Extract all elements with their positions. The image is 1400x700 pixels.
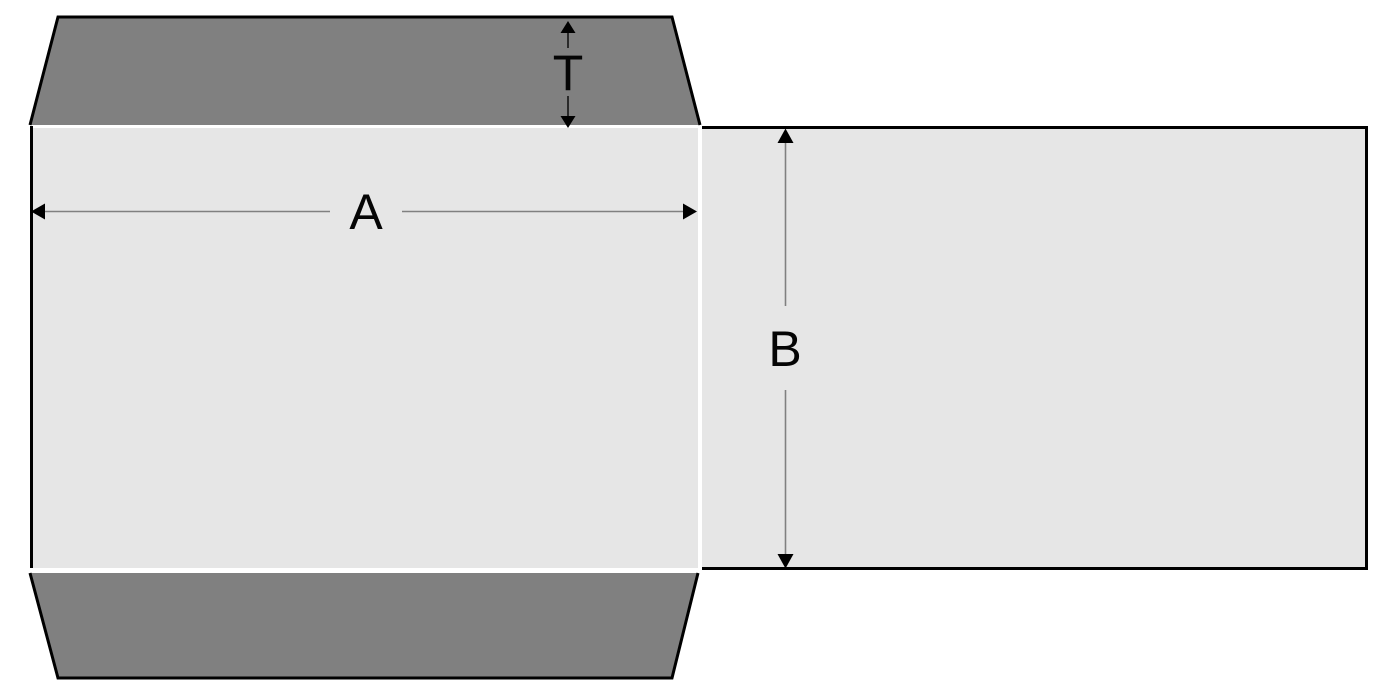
dim-a-arrow-right-icon (683, 203, 697, 220)
dim-a-label: A (349, 184, 383, 240)
bottom-flap-outline (28, 572, 700, 680)
dim-b-arrow-down-icon (777, 554, 794, 569)
left-panel (30, 128, 698, 568)
dim-b-label: B (768, 321, 801, 377)
right-panel-outline (702, 126, 1368, 570)
dim-a-arrow-left-icon (31, 203, 45, 220)
bottom-flap (30, 573, 698, 678)
dim-t-label: T (553, 45, 584, 101)
dim-t-arrow-up-icon (560, 21, 576, 33)
top-flap (30, 17, 700, 125)
right-panel (702, 126, 1368, 570)
top-flap-outline (28, 15, 702, 126)
dim-b-arrow-up-icon (777, 128, 794, 143)
dim-t-arrow-down-icon (560, 116, 576, 128)
